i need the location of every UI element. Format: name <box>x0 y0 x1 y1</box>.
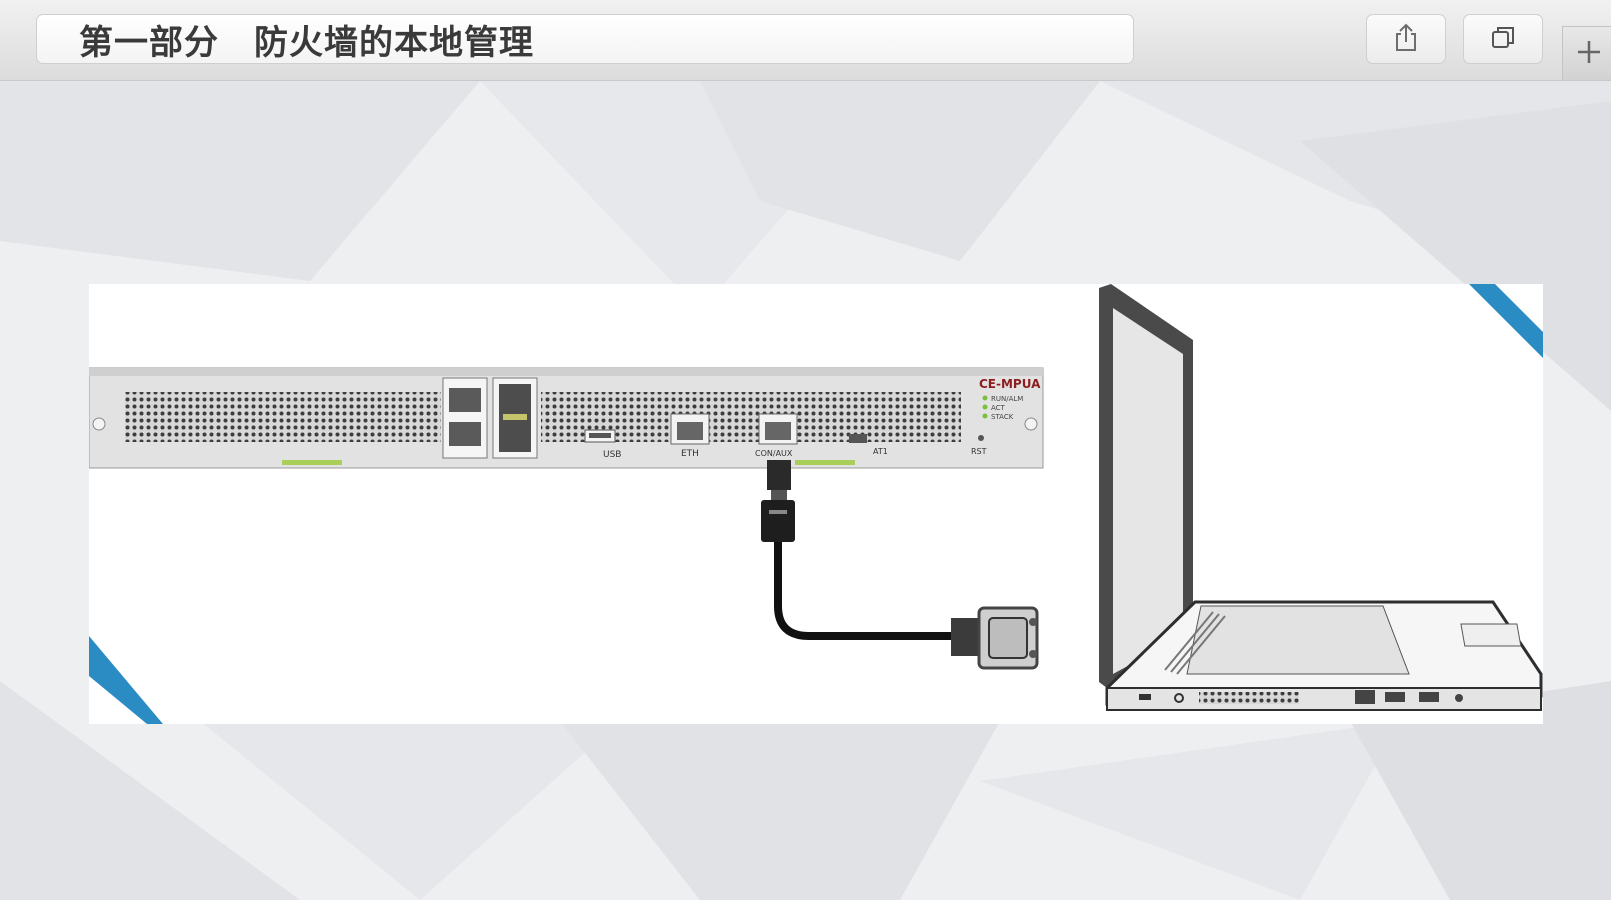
console-cable <box>761 460 1039 670</box>
share-button[interactable] <box>1366 14 1446 64</box>
share-icon <box>1392 22 1420 56</box>
new-tab-button[interactable] <box>1562 26 1611 80</box>
eth-management-port[interactable] <box>670 413 710 445</box>
plus-icon <box>1576 39 1602 69</box>
usb-port-label: USB <box>603 450 621 460</box>
sfp-ports[interactable] <box>442 377 538 459</box>
accent-stripe-bottom-left <box>89 636 163 724</box>
device-model-label: CE-MPUA <box>979 377 1041 391</box>
slide-content: USB ETH CON/AUX AT1 <box>0 81 1611 900</box>
led-label-act: ACT <box>991 404 1006 412</box>
tabs-overview-button[interactable] <box>1463 14 1543 64</box>
firewall-mpu-card: USB ETH CON/AUX AT1 <box>89 367 1044 469</box>
browser-toolbar: 第一部分 防火墙的本地管理 <box>0 0 1611 81</box>
slide-background-pattern <box>0 81 1611 900</box>
led-label-stack: STACK <box>991 413 1014 421</box>
reset-label: RST <box>971 447 987 456</box>
mini-usb-label: AT1 <box>873 447 888 456</box>
page-title: 第一部分 防火墙的本地管理 <box>79 22 534 63</box>
mini-usb-port[interactable] <box>849 434 867 443</box>
reset-button[interactable] <box>978 435 984 441</box>
usb-port[interactable] <box>584 429 616 443</box>
address-bar[interactable]: 第一部分 防火墙的本地管理 <box>36 14 1134 64</box>
laptop <box>1099 284 1543 711</box>
led-label-run: RUN/ALM <box>991 395 1023 403</box>
connection-diagram: USB ETH CON/AUX AT1 <box>89 284 1543 724</box>
db9-serial-connector <box>951 606 1039 670</box>
vent-grille-left <box>125 392 441 442</box>
console-port[interactable] <box>758 413 798 445</box>
tabs-overview-icon <box>1489 23 1517 55</box>
accent-stripe-top-right <box>1469 284 1543 358</box>
console-port-label: CON/AUX <box>755 449 793 458</box>
eth-port-label: ETH <box>681 449 699 459</box>
